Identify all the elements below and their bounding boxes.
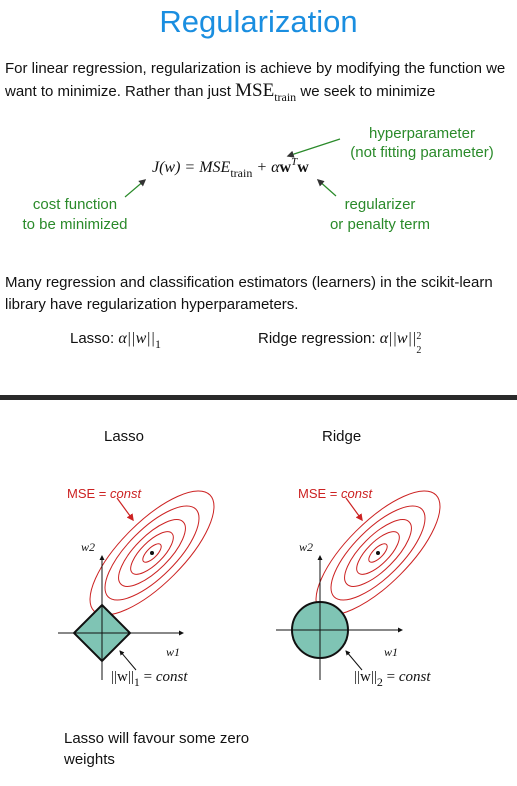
ridge-norm-const: const <box>398 669 431 685</box>
equation-sub: train <box>230 166 253 180</box>
section-divider <box>0 395 517 400</box>
ridge-formula-expr: α||w|| <box>379 330 417 347</box>
lasso-diagram <box>58 490 215 680</box>
cost-equation: J(w) = MSEtrain + αwTw <box>152 156 309 181</box>
lasso-mse-const: const <box>110 486 142 501</box>
lasso-mse-label: MSE = const <box>67 486 141 501</box>
ridge-mse-label: MSE = const <box>298 486 372 501</box>
ridge-mse-const: const <box>341 486 373 501</box>
lasso-norm-sub: 1 <box>133 675 140 689</box>
ridge-formula: Ridge regression: α||w||2 2 <box>258 330 424 356</box>
ridge-diagram-title: Ridge <box>322 428 362 445</box>
cost-function-note: cost function to be minimized <box>5 195 145 235</box>
lasso-norm-expr: ||w|| <box>111 669 134 685</box>
ridge-norm-arrow <box>345 650 363 671</box>
lasso-norm-arrow <box>119 650 137 671</box>
hyperparameter-note: hyperparameter (not fitting parameter) <box>332 124 512 162</box>
ridge-norm-label: ||w||2 = const <box>354 669 431 690</box>
regularizer-note: regularizer or penalty term <box>310 195 450 235</box>
lasso-note: Lasso will favour some zero weights <box>64 730 250 768</box>
lasso-mse-arrow <box>116 497 134 522</box>
cost-function-line1: cost function <box>32 196 118 213</box>
lasso-formula-label: Lasso: <box>70 330 115 347</box>
hyperparameter-line1: hyperparameter <box>369 125 475 142</box>
regularizer-line1: regularizer <box>344 196 416 213</box>
equation-sup: T <box>291 156 298 168</box>
estimators-paragraph: Many regression and classification estim… <box>5 274 493 313</box>
ridge-mse-text: MSE = <box>298 486 341 501</box>
lasso-norm-label: ||w||1 = const <box>111 669 188 690</box>
intro-mse: MSE <box>235 80 275 101</box>
equation-w1: w <box>279 159 292 176</box>
lasso-w1-label: w1 <box>166 645 181 659</box>
lasso-formula-sub: 1 <box>155 337 162 351</box>
hyperparameter-arrow <box>286 138 341 158</box>
lasso-mse-contours <box>89 490 215 616</box>
lasso-mse-text: MSE = <box>67 486 110 501</box>
ridge-mse-arrow <box>345 497 363 522</box>
lasso-w2-label: w2 <box>81 540 96 554</box>
lasso-formula-expr: α||w|| <box>118 330 156 347</box>
equation-plus: + α <box>252 159 280 176</box>
ridge-formula-label: Ridge regression: <box>258 330 376 347</box>
intro-paragraph: For linear regression, regularization is… <box>5 58 510 108</box>
cost-function-arrow <box>124 179 147 198</box>
equation-w2: w <box>297 159 309 176</box>
regularizer-line2: or penalty term <box>329 216 431 233</box>
cost-function-line2: to be minimized <box>22 216 128 233</box>
lasso-formula: Lasso: α||w||1 <box>70 330 161 352</box>
ridge-mse-minimum <box>376 551 380 555</box>
equation-lhs: J(w) = MSE <box>152 159 231 176</box>
intro-text-before: For linear regression, regularization is… <box>5 60 506 100</box>
ridge-diagram <box>276 490 441 680</box>
ridge-norm-expr: ||w|| <box>354 669 377 685</box>
page-title: Regularization <box>159 4 358 39</box>
lasso-norm-const: const <box>155 669 188 685</box>
intro-mse-sub: train <box>274 90 297 104</box>
ridge-formula-sub: 2 <box>416 345 422 356</box>
ridge-norm-eq: = <box>382 669 399 685</box>
ridge-formula-sup: 2 <box>416 331 422 342</box>
lasso-mse-minimum <box>150 551 154 555</box>
intro-text-after: we seek to minimize <box>296 83 436 100</box>
hyperparameter-line2: (not fitting parameter) <box>350 144 494 161</box>
ridge-norm-sub: 2 <box>376 675 383 689</box>
ridge-w1-label: w1 <box>384 645 399 659</box>
regularizer-arrow <box>316 179 337 197</box>
lasso-diagram-title: Lasso <box>104 428 145 445</box>
lasso-norm-eq: = <box>139 669 156 685</box>
ridge-w2-label: w2 <box>299 540 314 554</box>
